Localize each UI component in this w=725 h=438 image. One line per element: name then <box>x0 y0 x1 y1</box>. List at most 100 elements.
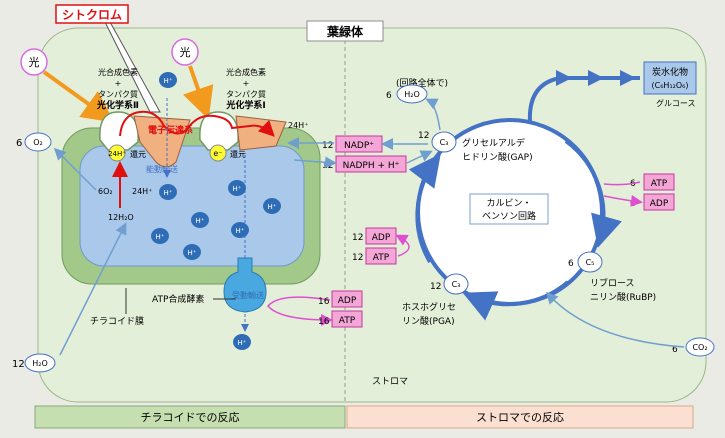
electron-path <box>119 110 275 137</box>
light-label-right: 光 <box>180 45 191 59</box>
o2-inside-label: 6O₂ <box>98 187 113 196</box>
electron-label-ps1: e⁻ <box>213 149 222 158</box>
proton-5 <box>151 228 169 244</box>
proton-label-stroma: H⁺ <box>164 77 173 85</box>
rubp-coef: 6 <box>568 259 574 269</box>
pga-line1: ホスホグリセ <box>402 301 456 313</box>
ps2-pigment-line2: タンパク質 <box>98 89 138 99</box>
gap-line1: グリセルアルデ <box>462 137 525 149</box>
water-inside-label: 12H₂O <box>108 213 134 222</box>
gap-line2: ヒドリン酸(GAP) <box>462 152 533 163</box>
cytochrome-complex <box>133 115 191 168</box>
atp6-arrow-b <box>603 194 643 207</box>
ps1-pigment-line2: タンパク質 <box>226 89 266 99</box>
proton-1 <box>159 184 177 200</box>
stroma-reaction-bar <box>346 405 694 429</box>
rubp-line2: ニリン酸(RuBP) <box>590 292 656 303</box>
atp12-box <box>365 247 397 265</box>
o2-out-arrow <box>53 147 97 191</box>
proton-7 <box>231 222 249 238</box>
glucose-label: グルコース <box>656 98 695 108</box>
adp12-label: ADP <box>372 233 391 243</box>
proton-3 <box>263 198 281 214</box>
carbohydrate-line2: (C₆H₁₂O₆) <box>652 81 689 90</box>
pga-coef: 12 <box>430 282 441 292</box>
proton-label-2: H⁺ <box>233 185 242 193</box>
rubp-line1: リブロース <box>590 277 635 289</box>
atp12-arrow <box>395 234 410 257</box>
h2o-coef-left: 12 <box>12 359 25 370</box>
ps1-pigment-line1: 光合成色素 <box>226 67 266 77</box>
pga-circle <box>443 273 469 295</box>
h2o-label-left: H₂O <box>32 359 48 368</box>
proton-2 <box>228 180 246 196</box>
co2-arrow <box>545 291 685 348</box>
nadp-coef: 12 <box>322 141 333 151</box>
adp12-coef: 12 <box>352 233 363 243</box>
stroma-label: ストロマ <box>372 377 408 387</box>
electron-label-ps2: 24H⁺ <box>108 150 126 158</box>
calvin-line2: ベンソン回路 <box>482 210 536 222</box>
atp6-label: ATP <box>651 179 668 189</box>
h24-inside-label: 24H⁺ <box>132 187 152 196</box>
proton-label-7: H⁺ <box>236 227 245 235</box>
co2-label: CO₂ <box>692 343 707 352</box>
atp12-coef: 12 <box>352 253 363 263</box>
rubp-circle <box>577 251 603 273</box>
h2o-circle-right <box>396 84 428 104</box>
thylakoid-reaction-bar <box>34 405 346 429</box>
cycle-arrow-right <box>564 139 622 248</box>
light-circle-right <box>171 38 199 66</box>
adp6-label: ADP <box>650 199 669 209</box>
gap-coef: 12 <box>418 131 429 141</box>
adp6-box <box>643 193 675 211</box>
co2-coef: 6 <box>672 345 678 355</box>
reduction-label-ps2: 還元 <box>130 149 146 159</box>
calvin-label-box <box>469 193 549 225</box>
o2-coef: 6 <box>16 138 22 149</box>
export-arrowhead-1 <box>556 70 572 86</box>
h24-stroma-label: 24H⁺ <box>288 121 308 130</box>
proton-label-6: H⁺ <box>188 249 197 257</box>
proton-8 <box>233 334 251 350</box>
h2o-out-arrow <box>425 98 441 131</box>
adp16-label: ADP <box>338 296 357 306</box>
proton-group: H⁺ H⁺ H⁺ H⁺ H⁺ H⁺ H⁺ H⁺ H⁺ <box>151 72 281 350</box>
atp-synthesis-arrow <box>267 296 333 326</box>
gap-c3-label: C₃ <box>440 138 449 147</box>
thylakoid-membrane-label: チラコイド膜 <box>90 316 144 327</box>
carbohydrate-line1: 炭水化物 <box>652 66 688 78</box>
cytochrome-box <box>55 4 129 24</box>
pga-c3-label: C₃ <box>452 280 461 289</box>
water-in-arrow <box>59 222 127 356</box>
proton-label-1: H⁺ <box>164 189 173 197</box>
ps1-plus: + <box>243 79 250 88</box>
h2o-circle-left <box>24 353 56 373</box>
reduction-label-ps1: 還元 <box>230 149 246 159</box>
rubp-c5-label: C₅ <box>586 258 595 267</box>
light-label-left: 光 <box>29 55 40 69</box>
adp16-box <box>331 290 363 308</box>
gap-circle <box>431 131 457 153</box>
stroma-reaction-label: ストロマでの反応 <box>476 410 564 424</box>
atp12-label: ATP <box>373 253 390 263</box>
atp16-box <box>331 310 363 328</box>
co2-circle <box>685 337 715 357</box>
atp6-box <box>643 173 675 191</box>
calvin-line1: カルビン・ <box>486 198 531 209</box>
h2o-coef-right: 6 <box>386 91 392 101</box>
chloroplast-label-box <box>306 20 384 42</box>
photosystem2-complex <box>99 111 139 151</box>
ps2-pigment-line1: 光合成色素 <box>98 67 138 77</box>
export-arrowhead-3 <box>620 70 636 86</box>
light-arrow-left <box>42 70 115 123</box>
proton-6 <box>183 244 201 260</box>
active-transport-label: 能動輸送 <box>146 164 178 174</box>
proton-4 <box>191 212 209 228</box>
light-circle-left <box>20 48 48 76</box>
export-arrowhead-2 <box>588 70 604 86</box>
thylakoid-lumen <box>79 145 305 267</box>
ps1-label: 光化学系Ⅰ <box>225 99 265 111</box>
chloroplast-label: 葉緑体 <box>326 24 364 39</box>
